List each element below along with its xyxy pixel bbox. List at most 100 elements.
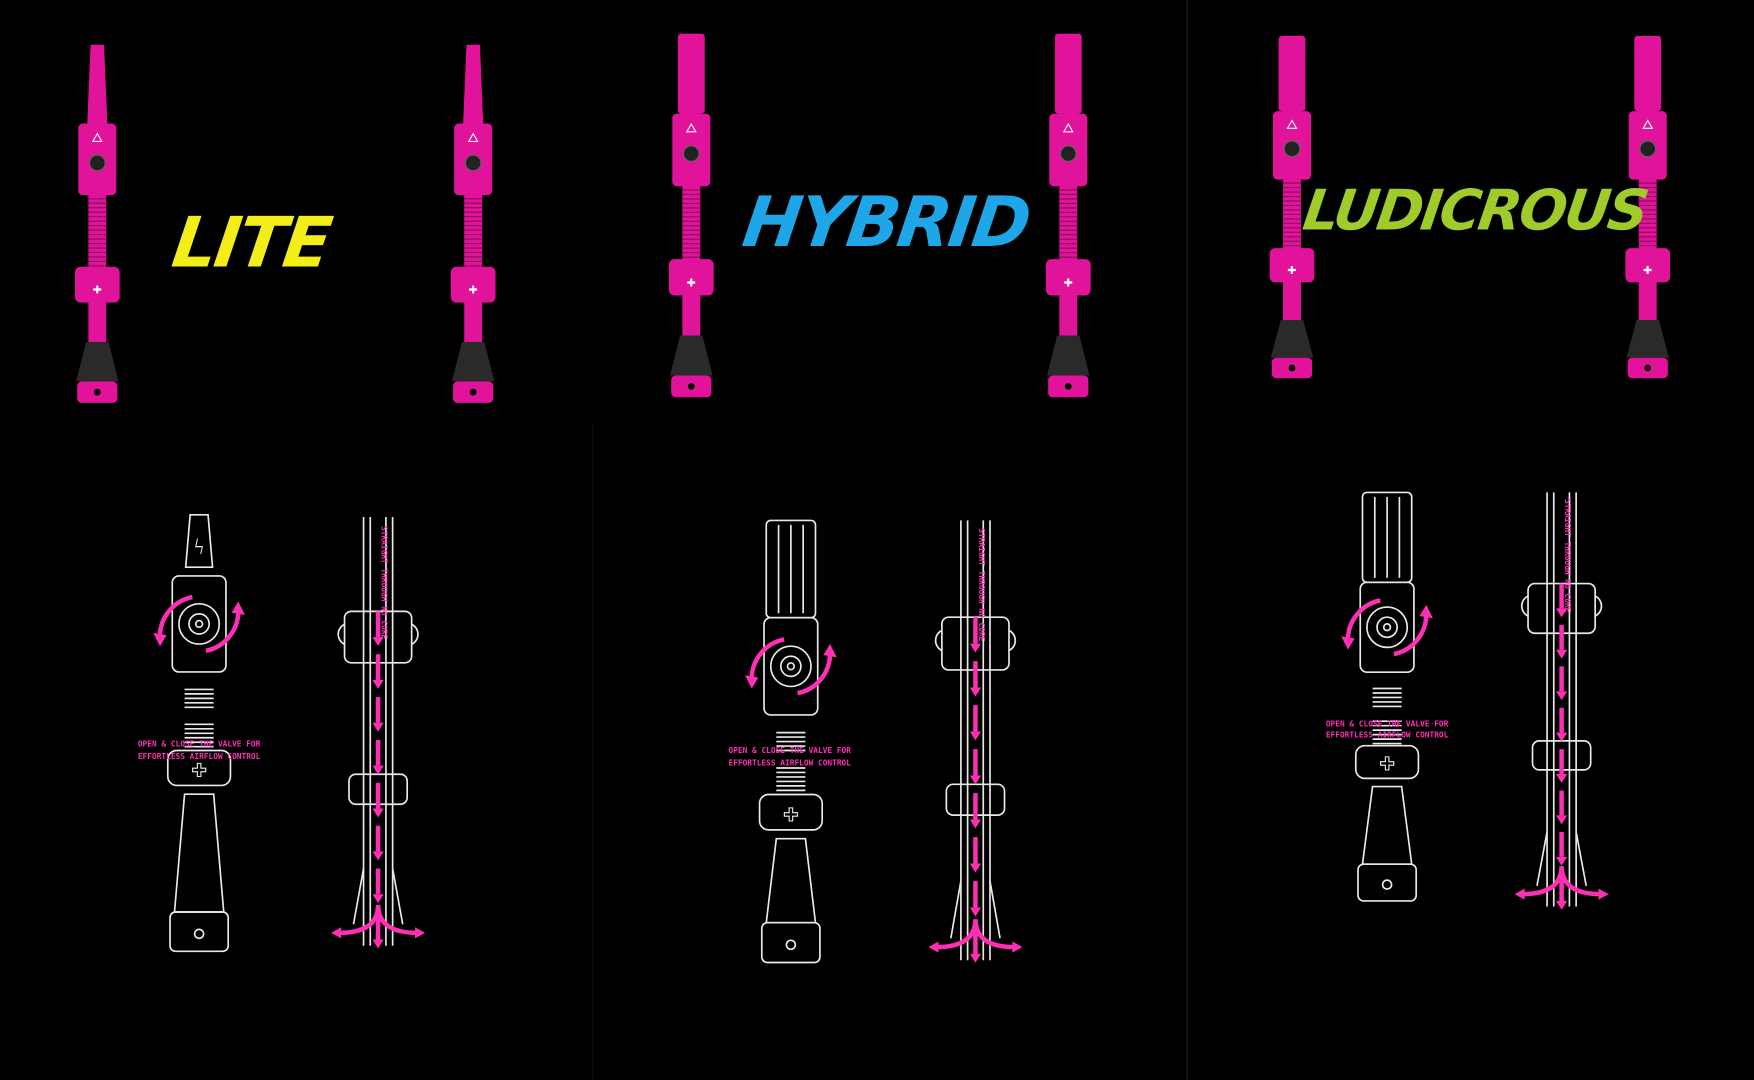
valve-knob bbox=[1283, 140, 1301, 158]
valve-nut bbox=[758, 793, 824, 831]
valve-cap bbox=[184, 513, 214, 569]
lite-valve-photo: ✚ bbox=[74, 44, 120, 403]
hybrid-title: HYBRID bbox=[738, 183, 1034, 264]
valve-hole bbox=[93, 388, 101, 396]
arrow-head-icon bbox=[1419, 604, 1433, 619]
ludicrous-valve-note-line1: OPEN & CLOSE THE VALVE FOR bbox=[1326, 719, 1449, 728]
seat-outline bbox=[352, 868, 404, 925]
arrow-head-icon bbox=[1556, 649, 1568, 659]
arrow-head-icon bbox=[969, 775, 982, 785]
valve-hole bbox=[469, 388, 477, 396]
rubber-seat bbox=[76, 342, 119, 382]
logo-icon: ✚ bbox=[468, 285, 477, 297]
lite-valve-diagram: ϟ✚ bbox=[153, 513, 245, 953]
knob-outline bbox=[337, 623, 419, 646]
valve-hole bbox=[1064, 383, 1072, 390]
ludicrous-valve-diagram: ✚ bbox=[1341, 491, 1433, 902]
hybrid-valve-photo: ✚ bbox=[668, 33, 714, 398]
lite-flow-diagram bbox=[331, 517, 426, 949]
valve-knob-center bbox=[194, 619, 204, 629]
arrow-head-icon bbox=[969, 643, 982, 653]
arrow-head-icon bbox=[1556, 608, 1568, 618]
triangle-icon bbox=[467, 132, 479, 143]
hybrid-valve-note-line1: OPEN & CLOSE THE VALVE FOR bbox=[728, 746, 851, 755]
rotate-arrow-icon bbox=[1345, 598, 1381, 641]
valve-base bbox=[760, 921, 821, 964]
seat-outline bbox=[950, 880, 1001, 939]
valve-knob bbox=[1059, 145, 1077, 162]
arrow-head-icon bbox=[969, 907, 982, 917]
ludicrous-valve-photo: ✚ bbox=[1625, 35, 1671, 379]
valve-knob bbox=[682, 145, 700, 162]
lite-valve-photo: ✚ bbox=[450, 44, 496, 403]
valve-hole bbox=[1381, 879, 1393, 890]
arrow-head-icon bbox=[928, 941, 1023, 963]
valve-knob-center bbox=[1382, 623, 1392, 632]
arrow-head-icon bbox=[1556, 732, 1568, 742]
valve-nut bbox=[166, 749, 232, 787]
valve-knob bbox=[1366, 606, 1409, 649]
rubber-seat bbox=[670, 335, 713, 376]
lite-title: LITE bbox=[168, 203, 337, 284]
arrow-head-icon bbox=[331, 927, 426, 949]
arrow-head-icon bbox=[1341, 636, 1355, 650]
rubber-seat bbox=[1047, 335, 1090, 376]
logo-icon: ✚ bbox=[1287, 265, 1296, 277]
valve-knob-inner bbox=[1376, 616, 1398, 639]
hybrid-valve-note-line2: EFFORTLESS AIRFLOW CONTROL bbox=[728, 759, 851, 768]
outflow-arrows bbox=[936, 918, 1015, 957]
arrow-head-icon bbox=[372, 637, 384, 647]
triangle-icon bbox=[91, 132, 103, 143]
arrow-head-icon bbox=[231, 601, 245, 615]
arrow-head-icon bbox=[823, 643, 837, 658]
valve-hole bbox=[1288, 364, 1296, 372]
valve-body bbox=[1359, 581, 1415, 674]
arrow-head-icon bbox=[1556, 774, 1568, 783]
valve-cap bbox=[1634, 35, 1662, 112]
ludicrous-title: LUDICROUS bbox=[1299, 179, 1651, 244]
valve-knob bbox=[464, 154, 482, 172]
logo-icon: ✚ bbox=[783, 805, 798, 825]
logo-icon: ✚ bbox=[687, 277, 696, 289]
arrow-head-icon bbox=[153, 632, 167, 647]
arrow-head-icon bbox=[969, 731, 982, 741]
hybrid-flow-diagram bbox=[928, 520, 1023, 963]
valve-nut bbox=[74, 266, 120, 303]
arrow-head-icon bbox=[372, 808, 384, 818]
logo-icon: ✚ bbox=[1064, 277, 1073, 289]
lite-flow-note: STRAIGHT THROUGH NO CORE bbox=[379, 526, 388, 639]
valve-nut bbox=[1269, 248, 1315, 283]
valve-hole bbox=[687, 383, 695, 390]
valve-knob bbox=[178, 602, 221, 645]
valve-body bbox=[763, 616, 819, 716]
valve-body bbox=[171, 575, 227, 673]
arrow-head-icon bbox=[372, 851, 384, 861]
valve-knob bbox=[88, 154, 106, 172]
rotate-arrow-icon bbox=[1393, 613, 1429, 657]
valve-hole bbox=[1644, 364, 1652, 372]
lite-valve-note-line2: EFFORTLESS AIRFLOW CONTROL bbox=[138, 752, 261, 761]
logo-icon: ✚ bbox=[93, 285, 102, 297]
ludicrous-flow-note: STRAIGHT THROUGH NO CORE bbox=[1563, 499, 1572, 612]
arrow-head-icon bbox=[969, 819, 982, 829]
valve-nut bbox=[668, 259, 714, 296]
valve-knob bbox=[1639, 140, 1657, 158]
hybrid-valve-photo: ✚ bbox=[1045, 33, 1091, 398]
valve-knob bbox=[769, 645, 812, 688]
arrow-head-icon bbox=[372, 679, 384, 689]
valve-cap bbox=[677, 33, 705, 114]
triangle-icon bbox=[685, 122, 697, 133]
valve-knob-center bbox=[786, 662, 796, 671]
logo-icon: ✚ bbox=[192, 761, 207, 781]
arrow-head-icon bbox=[1556, 856, 1568, 866]
valve-cap bbox=[1278, 35, 1306, 112]
ludicrous-flow-diagram bbox=[1514, 492, 1609, 910]
arrow-head-icon bbox=[1514, 888, 1609, 910]
hybrid-flow-note: STRAIGHT THROUGH NO CORE bbox=[977, 528, 986, 641]
valve-cap bbox=[87, 44, 108, 124]
arrow-head-icon bbox=[969, 863, 982, 873]
ludicrous-valve-note-line2: EFFORTLESS AIRFLOW CONTROL bbox=[1326, 731, 1449, 740]
hybrid-valve-diagram: ✚ bbox=[745, 519, 837, 964]
knob-outline bbox=[1520, 595, 1603, 617]
